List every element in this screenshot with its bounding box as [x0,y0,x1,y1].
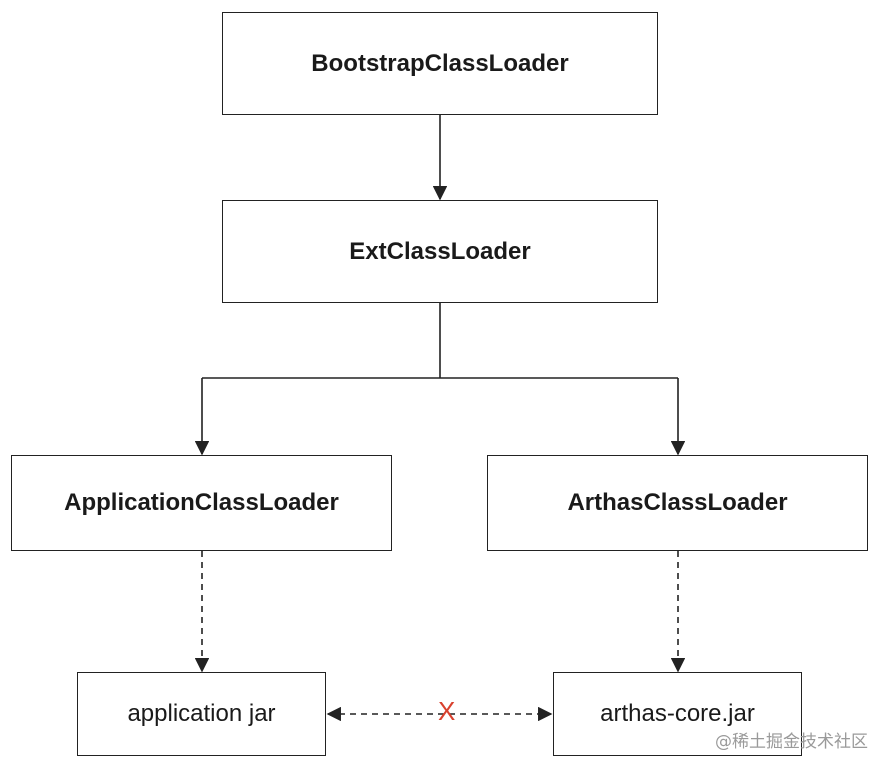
node-arthas-core-jar: arthas-core.jar [553,672,802,756]
node-bootstrap-classloader: BootstrapClassLoader [222,12,658,115]
watermark: @稀土掘金技术社区 [715,732,868,752]
node-label: application jar [127,700,276,727]
node-arthas-classloader: ArthasClassLoader [487,455,868,551]
node-label: arthas-core.jar [600,700,755,727]
node-label: ArthasClassLoader [567,489,788,516]
node-application-classloader: ApplicationClassLoader [11,455,392,551]
node-label: ExtClassLoader [349,237,531,265]
blocked-x-mark: X [438,696,456,726]
node-application-jar: application jar [77,672,326,756]
node-ext-classloader: ExtClassLoader [222,200,658,303]
node-label: ApplicationClassLoader [64,489,339,516]
node-label: BootstrapClassLoader [311,49,569,77]
